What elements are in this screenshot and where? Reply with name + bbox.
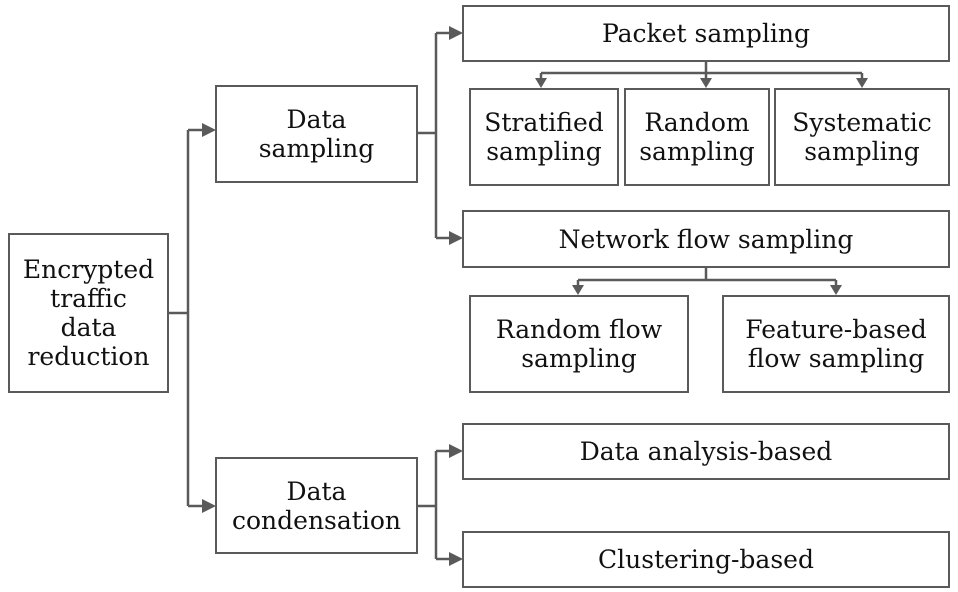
arrow-to-analysis-based xyxy=(449,444,463,458)
packet-sampling-node: Packet sampling xyxy=(462,5,950,62)
arrow-to-stratified xyxy=(535,78,547,88)
data-analysis-based-label: Data analysis-based xyxy=(579,437,833,466)
arrow-to-feature-based xyxy=(830,285,842,295)
data-condensation-label: Data condensation xyxy=(232,476,401,535)
root-node: Encrypted traffic data reduction xyxy=(8,233,169,393)
stratified-sampling-label: Stratified sampling xyxy=(484,108,604,166)
arrow-to-random-flow xyxy=(572,285,584,295)
data-sampling-label: Data sampling xyxy=(258,105,375,163)
network-flow-sampling-label: Network flow sampling xyxy=(558,224,854,254)
feature-based-flow-sampling-label: Feature-based flow sampling xyxy=(745,315,927,373)
arrow-to-clustering-based xyxy=(449,552,463,566)
clustering-based-label: Clustering-based xyxy=(598,545,814,574)
arrow-to-random xyxy=(700,78,712,88)
clustering-based-node: Clustering-based xyxy=(462,531,950,588)
packet-sampling-label: Packet sampling xyxy=(601,19,811,48)
network-flow-sampling-node: Network flow sampling xyxy=(462,210,950,268)
random-sampling-node: Random sampling xyxy=(624,88,770,186)
random-sampling-label: Random sampling xyxy=(639,108,755,166)
random-flow-sampling-node: Random flow sampling xyxy=(469,295,689,393)
arrow-to-systematic xyxy=(856,78,868,88)
arrow-to-data-condensation xyxy=(202,499,216,513)
systematic-sampling-node: Systematic sampling xyxy=(774,88,950,186)
data-sampling-node: Data sampling xyxy=(215,85,418,183)
root-label: Encrypted traffic data reduction xyxy=(22,255,155,371)
arrow-to-network-flow-sampling xyxy=(449,231,463,245)
feature-based-flow-sampling-node: Feature-based flow sampling xyxy=(722,295,950,393)
stratified-sampling-node: Stratified sampling xyxy=(469,88,619,186)
data-analysis-based-node: Data analysis-based xyxy=(462,423,950,480)
data-condensation-node: Data condensation xyxy=(215,457,418,554)
arrow-to-packet-sampling xyxy=(449,26,463,40)
systematic-sampling-label: Systematic sampling xyxy=(792,108,932,166)
random-flow-sampling-label: Random flow sampling xyxy=(495,315,663,373)
arrow-to-data-sampling xyxy=(202,123,216,137)
